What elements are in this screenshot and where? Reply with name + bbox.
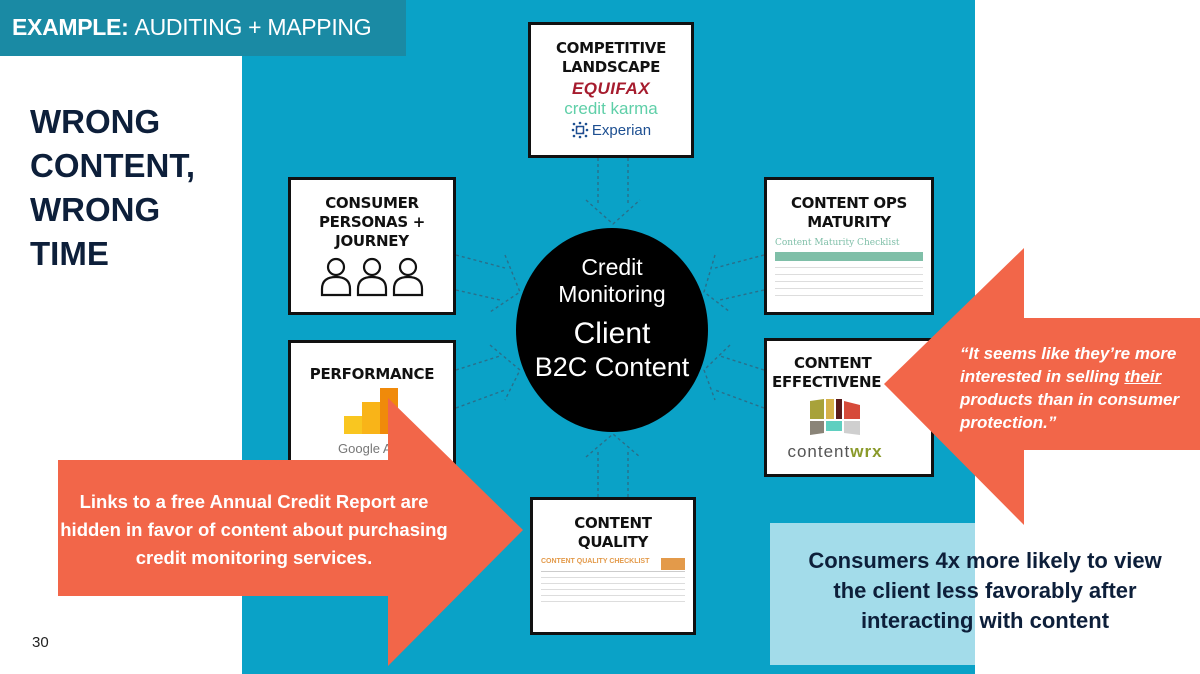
hub-title: Client (573, 317, 651, 350)
stat-box-background (770, 523, 975, 665)
card-title: CONTENT (574, 514, 652, 532)
side-title-line: WRONG (30, 103, 161, 140)
card-title: JOURNEY (335, 232, 409, 250)
quality-checklist-thumbnail: CONTENT QUALITY CHECKLIST (541, 558, 685, 602)
quote-text: products than in consumer protection.” (960, 390, 1180, 432)
header-title: AUDITING + MAPPING (134, 14, 372, 40)
maturity-checklist-thumbnail: Content Maturity Checklist (775, 238, 923, 296)
side-title-line: CONTENT, (30, 147, 195, 184)
people-icon (320, 257, 424, 297)
card-title: LANDSCAPE (561, 58, 661, 76)
stat-callout: Consumers 4x more likely to view the cli… (808, 548, 1162, 633)
left-callout-arrow (58, 398, 523, 666)
equifax-logo: EQUIFAX (571, 79, 651, 98)
checklist-title: CONTENT QUALITY CHECKLIST (541, 558, 650, 565)
card-content-effectiveness: contentwrx (764, 338, 934, 477)
quote-text: “It seems like they’re more interested i… (960, 344, 1177, 386)
experian-logo: Experian (531, 121, 691, 139)
card-title: CONTENT (794, 354, 872, 372)
quote-emphasis: their (1124, 367, 1162, 386)
credit-karma-logo: credit karma (564, 99, 658, 118)
card-competitive-landscape: COMPETITIVE LANDSCAPE EQUIFAX credit kar… (528, 22, 694, 158)
card-title: CONTENT OPS (790, 194, 908, 212)
hub-subtitle: B2C Content (534, 352, 690, 382)
card-title: MATURITY (807, 213, 891, 231)
card-content-quality: CONTENT QUALITY CONTENT QUALITY CHECKLIS… (530, 497, 696, 635)
card-title: PERSONAS + (318, 213, 426, 231)
checklist-title: Content Maturity Checklist (775, 238, 900, 248)
page-number: 30 (32, 634, 49, 651)
slide-header: EXAMPLE: AUDITING + MAPPING (0, 0, 406, 56)
card-content-ops-maturity: CONTENT OPS MATURITY Content Maturity Ch… (764, 177, 934, 315)
experian-dots-icon (571, 121, 589, 139)
contentwrx-text-b: wrx (850, 442, 883, 461)
header-label: EXAMPLE: (12, 14, 129, 40)
central-hub: Credit Monitoring Client B2C Content (516, 228, 708, 432)
hub-text: Credit (581, 254, 643, 280)
left-callout-text: Links to a free Annual Credit Report are… (60, 491, 448, 568)
card-title: COMPETITIVE (555, 39, 667, 57)
card-title: EFFECTIVENE (772, 373, 884, 391)
experian-text: Experian (591, 121, 652, 139)
card-title: PERFORMANCE (309, 365, 435, 383)
side-title-line: WRONG (30, 191, 161, 228)
side-title: WRONG CONTENT, WRONG TIME (30, 100, 250, 276)
side-title-line: TIME (30, 235, 109, 272)
contentwrx-text-a: content (787, 442, 851, 461)
card-title: QUALITY (577, 533, 649, 551)
card-title: CONSUMER (325, 194, 419, 212)
right-callout-arrow (884, 248, 1200, 525)
contentwrx-logo-text: contentwrx (767, 442, 931, 462)
card-title-group: CONTENT EFFECTIVENE (772, 354, 902, 392)
contentwrx-logo-icon (810, 399, 860, 435)
hub-text: Monitoring (558, 281, 666, 307)
card-consumer-personas: CONSUMER PERSONAS + JOURNEY (288, 177, 456, 315)
right-callout-quote: “It seems like they’re more interested i… (960, 342, 1196, 434)
